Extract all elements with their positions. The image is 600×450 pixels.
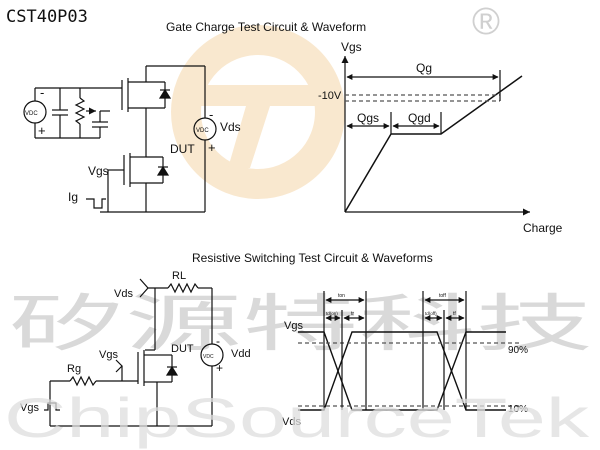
left-source-plus: + bbox=[38, 123, 46, 138]
rl-label: RL bbox=[172, 270, 186, 282]
watermark-logo bbox=[171, 25, 345, 199]
gate-charge-circuit bbox=[23, 65, 217, 213]
rg-label: Rg bbox=[67, 363, 81, 375]
left-source-minus: - bbox=[40, 85, 44, 100]
watermark-english: ChipSourceTek bbox=[4, 386, 591, 449]
gate-charge-y-axis-label: Vgs bbox=[341, 40, 362, 54]
gate-charge-x-axis-label: Charge bbox=[523, 221, 563, 235]
switching-vdc-label: VDC bbox=[203, 354, 214, 360]
tdon-label: td(on) bbox=[326, 311, 338, 316]
gate-charge-vgs-label: Vgs bbox=[88, 164, 109, 178]
tf-label: tf bbox=[453, 311, 456, 317]
qgs-label: Qgs bbox=[357, 111, 379, 125]
gate-charge-ig-label: Ig bbox=[68, 190, 78, 204]
ten-percent-label: 10% bbox=[508, 404, 528, 415]
qg-label: Qg bbox=[416, 61, 432, 75]
gate-charge-level-label: -10V bbox=[318, 90, 342, 102]
tdoff-label: td(off) bbox=[425, 311, 437, 316]
ninety-percent-label: 90% bbox=[508, 345, 528, 356]
tr-label: tr bbox=[351, 311, 354, 317]
svg-text:®: ® bbox=[472, 1, 500, 43]
gate-charge-vds-label: Vds bbox=[220, 120, 241, 134]
gate-charge-dut-label: DUT bbox=[170, 142, 195, 156]
switching-source-minus: - bbox=[216, 334, 220, 348]
vdc-right-label: VDC bbox=[196, 128, 209, 134]
toff-label: toff bbox=[439, 293, 446, 299]
gate-charge-title: Gate Charge Test Circuit & Waveform bbox=[166, 20, 366, 34]
ton-label: ton bbox=[338, 293, 345, 299]
part-number: CST40P03 bbox=[6, 7, 88, 27]
switching-vgs-label: Vgs bbox=[99, 349, 118, 361]
switching-source-plus: + bbox=[216, 361, 223, 375]
switching-vds-label: Vds bbox=[114, 288, 133, 300]
switching-title: Resistive Switching Test Circuit & Wavef… bbox=[192, 251, 433, 265]
right-source-plus: + bbox=[208, 140, 216, 155]
watermark-chinese: 矽源特科技 bbox=[8, 287, 593, 360]
gate-charge-waveform bbox=[341, 56, 530, 216]
switching-vgs-pulse-label: Vgs bbox=[20, 402, 39, 414]
switching-circuit bbox=[44, 278, 224, 427]
registered-mark-icon: ® bbox=[472, 1, 500, 43]
waveform-vds-label: Vds bbox=[282, 416, 301, 428]
vdd-label: Vdd bbox=[231, 348, 251, 360]
vdc-left-label: VDC bbox=[25, 111, 38, 117]
qgd-label: Qgd bbox=[408, 111, 431, 125]
switching-waveform bbox=[298, 291, 520, 411]
right-source-minus: - bbox=[209, 107, 213, 122]
switching-dut-label: DUT bbox=[171, 343, 194, 355]
waveform-vgs-label: Vgs bbox=[284, 320, 303, 332]
